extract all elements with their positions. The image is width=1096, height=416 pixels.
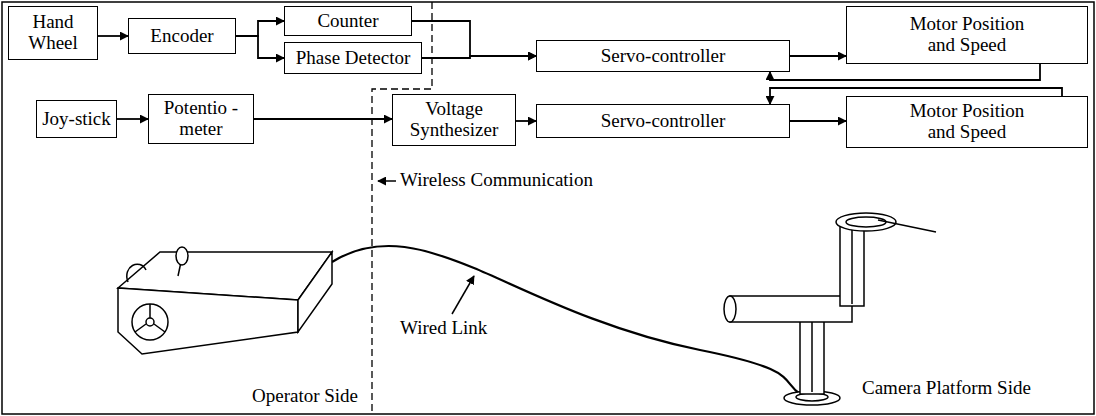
leader-arrow	[378, 180, 396, 182]
box-label: Counter	[317, 11, 378, 32]
box-label: Servo-controller	[601, 46, 726, 67]
side-label: Operator Side	[252, 386, 358, 407]
process-box: Counter	[284, 6, 412, 36]
process-box: Potentio -meter	[148, 94, 254, 144]
signal-arrow	[516, 120, 536, 122]
signal-arrow	[790, 120, 846, 122]
camera-platform	[724, 213, 936, 405]
process-box: Voltage Synthesizer	[392, 94, 516, 146]
process-box: Phase Detector	[284, 42, 422, 74]
signal-arrow	[117, 118, 148, 120]
box-label: Motor Position and Speed	[897, 14, 1037, 56]
signal-arrow	[236, 21, 284, 36]
input-device-box: Joy-stick	[36, 100, 117, 138]
side-label: Camera Platform Side	[862, 378, 1031, 399]
signal-arrow	[770, 64, 1040, 80]
signal-arrow	[412, 21, 536, 56]
process-box: Encoder	[128, 18, 236, 54]
box-label: Encoder	[150, 26, 213, 47]
signal-arrow	[790, 55, 846, 57]
signal-arrow	[422, 56, 536, 58]
box-label: Motor Position and Speed	[897, 101, 1037, 143]
box-label: Joy-stick	[42, 109, 111, 130]
output-box: Motor Position and Speed	[846, 6, 1088, 64]
controller-box: Servo-controller	[536, 104, 790, 138]
box-label: Phase Detector	[296, 48, 410, 69]
box-label: Servo-controller	[601, 111, 726, 132]
input-device-box: Hand Wheel	[8, 6, 98, 60]
link-label: Wireless Communication	[400, 170, 593, 191]
controller-box: Servo-controller	[536, 40, 790, 72]
link-label: Wired Link	[400, 318, 487, 339]
box-label: Potentio -meter	[161, 98, 241, 140]
wired-cable	[332, 246, 800, 394]
operator-console	[118, 247, 332, 354]
signal-arrow	[98, 35, 128, 37]
signal-arrow	[236, 36, 284, 58]
leader-arrow	[452, 276, 474, 314]
output-box: Motor Position and Speed	[846, 96, 1088, 148]
signal-arrow	[254, 118, 392, 120]
box-label: Hand Wheel	[22, 12, 84, 54]
box-label: Voltage Synthesizer	[402, 99, 506, 141]
